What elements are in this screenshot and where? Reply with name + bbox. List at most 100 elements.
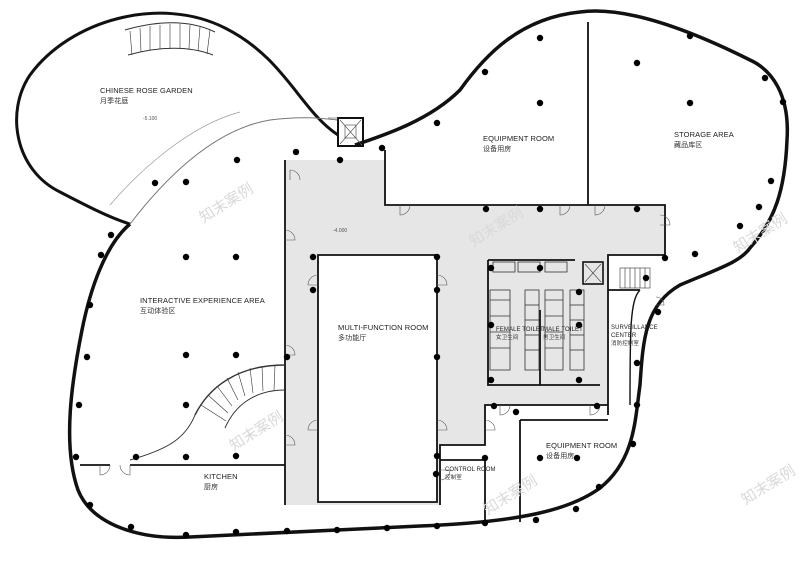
toilet-cubicles (489, 261, 585, 371)
rose-garden-label: CHINESE ROSE GARDEN 月季花庭 (100, 86, 193, 106)
multifunction-en: MULTI-FUNCTION ROOM (338, 323, 429, 332)
exterior-wall (67, 9, 790, 540)
column (75, 401, 83, 409)
kitchen-label: KITCHEN 厨房 (204, 472, 238, 492)
surveillance-en: SURVEILLANCE CENTER (611, 325, 658, 339)
garden-level-mark: -5.100 (143, 116, 158, 122)
female-toilet-zh: 女卫生间 (496, 335, 519, 341)
column (642, 274, 650, 282)
garden-inner-curve (129, 117, 339, 225)
column (536, 99, 544, 107)
female-toilet-label: FEMALE TOILET 女卫生间 (496, 326, 544, 342)
column (182, 401, 190, 409)
column (779, 98, 787, 106)
multifunction-label: MULTI-FUNCTION ROOM 多功能厅 (338, 323, 429, 343)
elevator-shaft (337, 117, 364, 147)
column (595, 483, 603, 491)
column (536, 34, 544, 42)
column (691, 250, 699, 258)
column (593, 402, 601, 410)
kitchen-stair (129, 364, 286, 461)
column (761, 74, 769, 82)
column (482, 205, 490, 213)
equipment-top-en: EQUIPMENT ROOM (483, 134, 555, 143)
column (686, 32, 694, 40)
column (433, 119, 441, 127)
female-toilet-en: FEMALE TOILET (496, 327, 544, 333)
equipment-bottom-en: EQUIPMENT ROOM (546, 441, 618, 450)
column (182, 531, 190, 539)
column (575, 321, 583, 329)
equipment-bottom-zh: 设备用房 (546, 452, 575, 460)
equipment-top-zh: 设备用房 (483, 145, 512, 153)
column (536, 454, 544, 462)
garden-edge (109, 111, 241, 206)
column (86, 301, 94, 309)
column (536, 264, 544, 272)
columns (72, 32, 787, 539)
storage-zh: 藏品库区 (674, 141, 703, 149)
surveillance-label: SURVEILLANCE CENTER 消防控制室 (611, 324, 658, 348)
column (292, 148, 300, 156)
column (481, 454, 489, 462)
column (575, 288, 583, 296)
column (309, 253, 317, 261)
service-elevator (582, 261, 604, 285)
doors (99, 169, 671, 481)
column (633, 401, 641, 409)
column (182, 253, 190, 261)
column (283, 527, 291, 535)
column (661, 254, 669, 262)
column (383, 524, 391, 532)
column (182, 453, 190, 461)
column (536, 205, 544, 213)
corridor-area (285, 160, 665, 505)
column (490, 402, 498, 410)
column (487, 321, 495, 329)
storage-en: STORAGE AREA (674, 130, 734, 139)
surveillance-zh: 消防控制室 (611, 341, 640, 347)
kitchen-en: KITCHEN (204, 472, 238, 481)
corridor-level-mark: -4.000 (333, 228, 348, 234)
column (575, 376, 583, 384)
column (97, 251, 105, 259)
column (433, 253, 441, 261)
male-toilet-zh: 男卫生间 (543, 335, 566, 341)
surveillance-wall (629, 289, 641, 406)
equipment-bottom-label: EQUIPMENT ROOM 设备用房 (546, 441, 617, 461)
kitchen-zh: 厨房 (204, 483, 219, 491)
control-room-label: CONTROL ROOM 控制室 (445, 466, 496, 482)
column (86, 501, 94, 509)
rose-garden-en: CHINESE ROSE GARDEN (100, 86, 193, 95)
column (736, 222, 744, 230)
rose-garden-zh: 月季花庭 (100, 97, 129, 105)
multifunction-zh: 多功能厅 (338, 334, 367, 342)
column (532, 516, 540, 524)
column (481, 68, 489, 76)
column (182, 351, 190, 359)
garden-stair (124, 22, 216, 56)
column (132, 453, 140, 461)
column (481, 519, 489, 527)
column (767, 177, 775, 185)
column (633, 205, 641, 213)
column (487, 264, 495, 272)
column (573, 454, 581, 462)
column (127, 523, 135, 531)
interactive-label: INTERACTIVE EXPERIENCE AREA 互动体验区 (140, 296, 265, 316)
column (633, 359, 641, 367)
column (232, 351, 240, 359)
column (755, 203, 763, 211)
interior-walls (80, 22, 666, 522)
column (336, 156, 344, 164)
equipment-top-label: EQUIPMENT ROOM 设备用房 (483, 134, 554, 154)
column (512, 408, 520, 416)
column (433, 522, 441, 530)
column (633, 59, 641, 67)
interactive-en: INTERACTIVE EXPERIENCE AREA (140, 296, 265, 305)
column (107, 231, 115, 239)
garden-outline (15, 11, 339, 226)
column (487, 376, 495, 384)
column (151, 179, 159, 187)
column (232, 528, 240, 536)
